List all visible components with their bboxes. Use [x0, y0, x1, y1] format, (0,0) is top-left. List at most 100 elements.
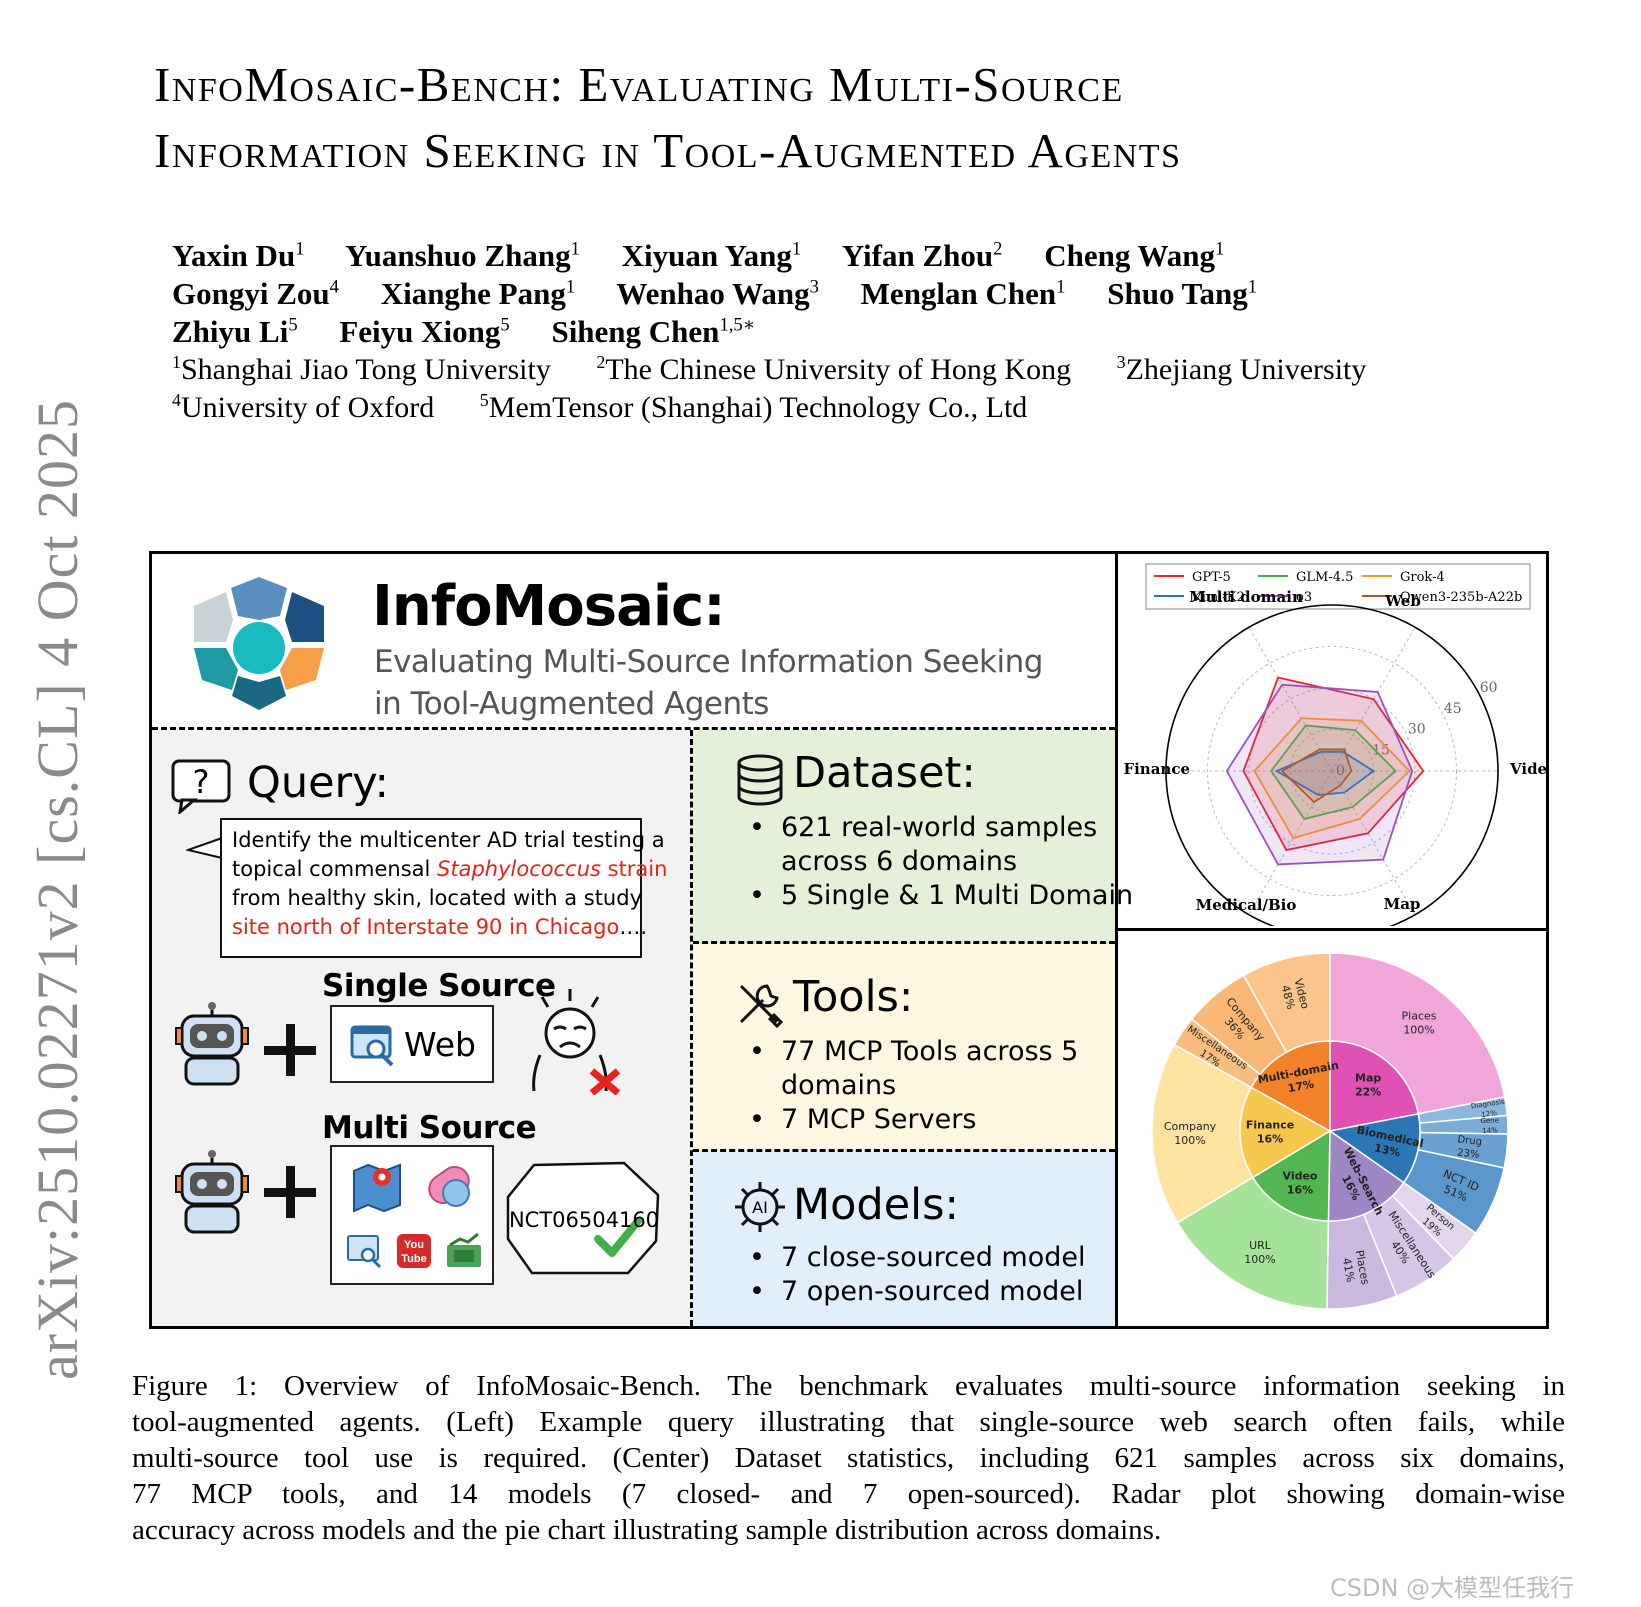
sunburst-label-text: Places [1402, 1010, 1437, 1023]
legend-label: GPT-5 [1192, 570, 1231, 585]
author-name: Yaxin Du1 [172, 238, 305, 273]
tools-bullet1-line2: domains [781, 1070, 897, 1101]
web-tool-label: Web [404, 1025, 476, 1064]
sunburst-inner-slice [1328, 1112, 1421, 1184]
caption-line: 77 MCP tools, and 14 models (7 closed- a… [132, 1478, 1565, 1510]
author-name: Cheng Wang1 [1044, 238, 1225, 273]
sunburst-label-text: 16% [1257, 1133, 1283, 1146]
sunburst-label-text: Map [1355, 1071, 1381, 1084]
tools-bullet1-line1: 77 MCP Tools across 5 [781, 1036, 1079, 1067]
paper-title-line2: Information Seeking in Tool-Augmented Ag… [154, 123, 1182, 178]
radar-spoke [1248, 770, 1333, 916]
author-line-2: Gongyi Zou4 Xianghe Pang1 Wenhao Wang3 M… [172, 276, 1291, 312]
panel-divider [1115, 554, 1118, 1326]
bullet-dot: • [749, 880, 765, 911]
sunburst-label-text: 23% [1457, 1147, 1480, 1160]
svg-text:?: ? [193, 763, 210, 801]
query-text-part: from healthy skin, located with a study [232, 886, 642, 910]
models-panel: AI Models: • 7 close-sourced model • 7 o… [693, 1152, 1115, 1326]
affiliation: 5MemTensor (Shanghai) Technology Co., Lt… [479, 390, 1028, 424]
models-bullet1: 7 close-sourced model [781, 1242, 1086, 1273]
author-name: Feiyu Xiong5 [339, 314, 510, 349]
bullet-dot: • [749, 1036, 765, 1067]
pill-icon [428, 1165, 470, 1207]
radar-series-Grok-4 [1253, 717, 1411, 840]
sunburst-label-text: 17% [1287, 1078, 1315, 1096]
plus-icon [264, 1166, 316, 1218]
robot-icon [175, 1002, 249, 1086]
radar-axis-label: Map [1384, 895, 1421, 913]
bullet-dot: • [749, 812, 765, 843]
multi-tool-box: You Tube [330, 1145, 494, 1285]
sunburst-inner-slice [1329, 1040, 1420, 1132]
author-name: Shuo Tang1 [1107, 276, 1257, 311]
sunburst-label-text: Places [1353, 1249, 1372, 1286]
frustrated-person-icon [532, 989, 621, 1095]
radar-spoke [1331, 626, 1416, 772]
author-name: Wenhao Wang3 [616, 276, 819, 311]
stock-chart-icon [447, 1232, 481, 1267]
answer-id: NCT06504160 [509, 1208, 659, 1232]
radar-series-GLM-4.5 [1270, 724, 1397, 820]
query-panel: ? Query: Identify the multicenter AD tri… [152, 730, 693, 1326]
radar-tick-label: 0 [1336, 763, 1345, 779]
sunburst-label-text: 41% [1340, 1257, 1357, 1283]
sunburst-inner-slice [1251, 1129, 1331, 1222]
query-text-line: from healthy skin, located with a study [232, 886, 642, 910]
radar-axis-label: Finance [1123, 760, 1190, 778]
brand-title: InfoMosaic: [372, 574, 726, 639]
caption-line: multi-source tool use is required. (Cent… [132, 1442, 1565, 1474]
radar-series-GPT-5 [1242, 676, 1425, 852]
question-bubble-icon: ? [171, 759, 231, 814]
brand-subtitle-line2: in Tool-Augmented Agents [374, 686, 769, 722]
legend-label: Grok-4 [1400, 570, 1445, 585]
bullet-dot: • [749, 1242, 765, 1273]
web-tool-box: Web [330, 1005, 494, 1083]
ai-chip-icon: AI [735, 1182, 785, 1232]
radar-spoke [1331, 770, 1416, 916]
caption-line: accuracy across models and the pie chart… [132, 1514, 1162, 1546]
sunburst-label-text: 22% [1355, 1085, 1381, 1098]
panel-divider [1115, 928, 1546, 931]
brand-panel: InfoMosaic: Evaluating Multi-Source Info… [152, 554, 1115, 730]
database-icon [737, 754, 783, 806]
tools-bullet2: 7 MCP Servers [781, 1104, 977, 1135]
query-title: Query: [247, 758, 390, 808]
sunburst-label-text: Video [1283, 1170, 1318, 1183]
legend-box [1145, 563, 1531, 610]
mosaic-logo-icon [194, 577, 324, 710]
search-window-icon [347, 1235, 382, 1269]
sunburst-inner-slice [1239, 1086, 1332, 1179]
robot-icon [175, 1150, 249, 1234]
author-name: Yuanshuo Zhang1 [345, 238, 580, 273]
models-bullet2: 7 open-sourced model [781, 1276, 1084, 1307]
radar-spoke [1248, 626, 1333, 772]
radar-axis-label: Multi domain [1189, 588, 1303, 606]
legend-label: Qwen3-235b-A22b [1400, 590, 1522, 605]
bullet-dot: • [749, 1276, 765, 1307]
multi-source-label: Multi Source [322, 1110, 537, 1146]
sunburst-label-text: URL [1249, 1239, 1272, 1252]
sunburst-label-text: 100% [1174, 1134, 1205, 1147]
affiliation: 4University of Oxford [172, 390, 435, 424]
affiliation: 3Zhejiang University [1116, 352, 1367, 386]
query-text-part: site north of Interstate 90 in Chicago [232, 915, 620, 939]
sunburst-label-text: 14% [1482, 1126, 1498, 1135]
affiliation: 2The Chinese University of Hong Kong [596, 352, 1072, 386]
author-name: Menglan Chen1 [860, 276, 1066, 311]
legend-label: o3 [1296, 590, 1312, 605]
sunburst-label-text: 48% [1279, 984, 1298, 1011]
author-line-1: Yaxin Du1 Yuanshuo Zhang1 Xiyuan Yang1 Y… [172, 238, 1258, 274]
dataset-panel: Dataset: • 621 real-world samples across… [693, 730, 1133, 944]
tools-panel: Tools: • 77 MCP Tools across 5 domains •… [693, 944, 1115, 1152]
query-text-part: …. [619, 915, 647, 939]
single-source-label: Single Source [322, 968, 556, 1004]
